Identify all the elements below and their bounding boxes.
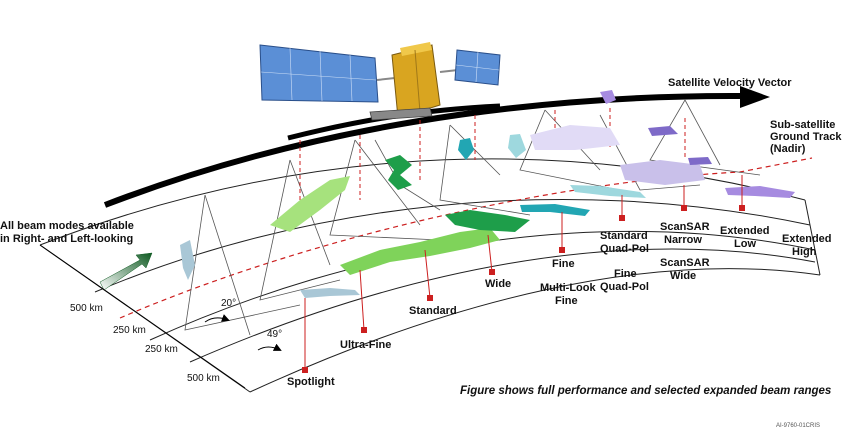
looking-label-2: in Right- and Left-looking [0,233,133,245]
extended-block-lower [688,157,712,165]
distance-label-3: 250 km [145,344,178,355]
distance-label-4: 500 km [187,373,220,384]
scansar-narrow-swath [620,160,705,185]
looking-label-1: All beam modes available [0,220,134,232]
mode-extended-high-2: High [792,246,817,258]
fine-swath-upper [458,138,474,160]
angle-20-arc [204,314,230,323]
ground-track-label-3: (Nadir) [770,143,806,155]
figure-caption: Figure shows full performance and select… [460,385,831,397]
distance-label-2: 250 km [113,325,146,336]
ground-track-label-1: Sub-satellite [770,119,835,131]
satellite-body [369,42,441,121]
mode-standard: Standard [409,305,457,317]
nadir-track [119,157,813,319]
velocity-arc [103,92,741,208]
mode-multi-look-fine-2: Fine [555,295,578,307]
mode-ultra-fine: Ultra-Fine [340,339,391,351]
solar-panel-left [259,44,379,103]
extended-block-upper [648,126,678,136]
standard-swath [340,228,500,275]
ultra-fine-swath [300,288,360,298]
ground-swath-grid [39,158,821,393]
angle-49-label: 49° [267,329,282,340]
mode-fine-quad-pol-2: Quad-Pol [600,281,649,293]
mode-scansar-wide-1: ScanSAR [660,257,710,269]
mode-extended-low-1: Extended [720,225,770,237]
scansar-wide-swath [530,125,620,150]
figure-id: AI-9760-01CRIS [776,423,820,429]
mode-markers [302,205,745,373]
standard-swath-upper [270,176,350,232]
mode-scansar-narrow-2: Narrow [664,234,702,246]
extended-high-swath [725,186,795,198]
distance-label-1: 500 km [70,303,103,314]
mode-fine-quad-pol-1: Fine [614,268,637,280]
wide-swath-upper [385,155,412,190]
spotlight-swath [180,240,195,280]
mode-standard-quad-pol-1: Standard [600,230,648,242]
mode-multi-look-fine-1: Multi-Look [540,282,596,294]
mode-leaders [304,175,743,370]
distance-ticks [39,244,246,389]
satellite [259,42,501,121]
mode-fine: Fine [552,258,575,270]
wide-swath [445,210,530,232]
mode-extended-high-1: Extended [782,233,832,245]
mode-standard-quad-pol-2: Quad-Pol [600,243,649,255]
angle-49-arc [257,343,282,351]
velocity-arrowhead [740,86,770,108]
beam-footprints [180,90,795,298]
fine-swath [520,204,590,216]
look-direction-arrow [99,252,153,291]
quad-pol-swath-upper [508,134,526,158]
beam-lines [184,99,761,336]
velocity-label: Satellite Velocity Vector [668,77,792,89]
mode-extended-low-2: Low [734,238,756,250]
angle-20-label: 20° [221,298,236,309]
mode-scansar-narrow-1: ScanSAR [660,221,710,233]
mode-scansar-wide-2: Wide [670,270,696,282]
mode-wide: Wide [485,278,511,290]
ground-track-label-2: Ground Track [770,131,842,143]
quad-pol-swath [570,185,646,198]
solar-panel-right [454,49,501,86]
mode-spotlight: Spotlight [287,376,335,388]
extended-low-swath [600,90,616,104]
